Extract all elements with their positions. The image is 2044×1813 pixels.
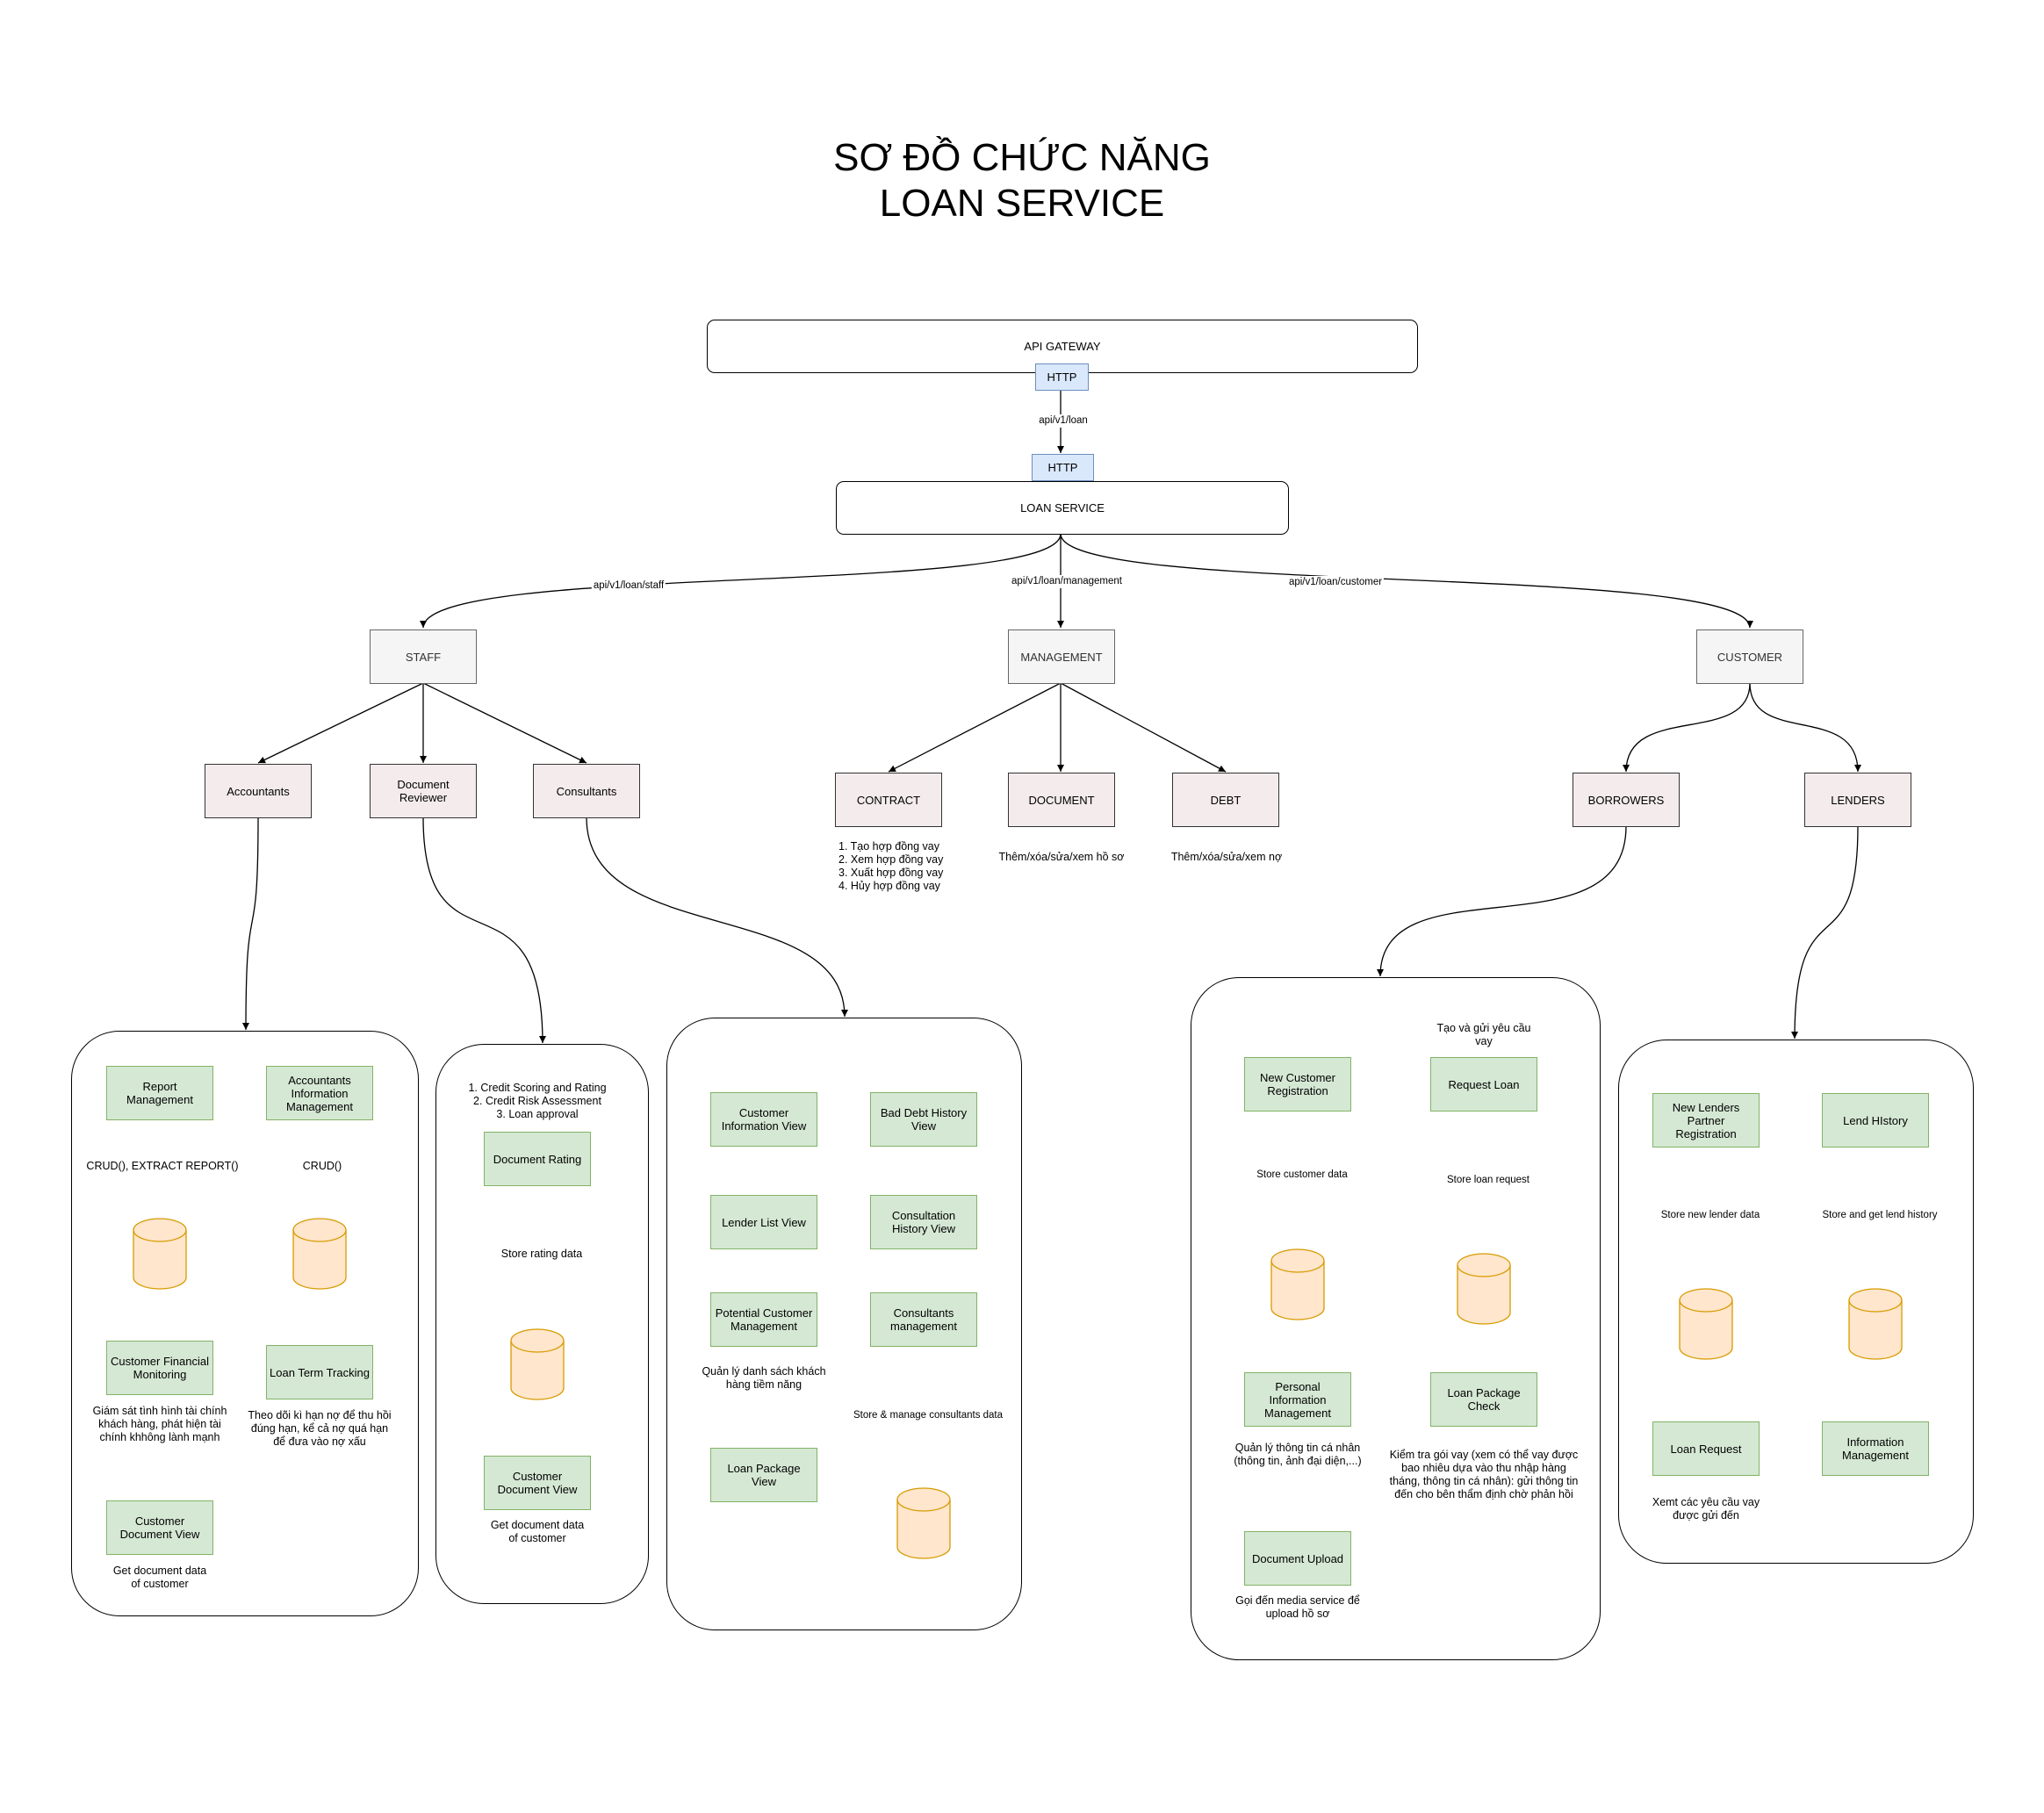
role-document-reviewer: Document Reviewer	[370, 764, 477, 818]
edge-consultants-panel	[586, 817, 848, 1018]
edge-staff-consultants	[422, 682, 587, 764]
accountants-document-view-box: Customer Document View	[106, 1500, 213, 1555]
contract-note-3: 3. Xuất hợp đồng vay	[838, 867, 944, 879]
database-icon	[1848, 1288, 1903, 1360]
store-loan-label: Store loan request	[1445, 1174, 1531, 1187]
route-label-loan: api/v1/loan	[1037, 414, 1090, 428]
http-port-gateway: HTTP	[1035, 363, 1089, 391]
database-icon	[133, 1218, 187, 1290]
accountants-document-view-note: Get document data of customer	[112, 1565, 207, 1590]
edge-customer-lenders	[1749, 682, 1861, 773]
edge-customer-borrowers	[1623, 682, 1751, 773]
new-customer-registration-box: New Customer Registration	[1244, 1057, 1351, 1112]
database-icon	[1679, 1288, 1733, 1360]
role-consultants: Consultants	[533, 764, 640, 818]
database-icon	[896, 1487, 951, 1559]
group-customer: CUSTOMER	[1696, 630, 1803, 684]
information-management-box: Information Management	[1822, 1421, 1929, 1476]
contract-note-4: 4. Hủy hợp đồng vay	[838, 880, 940, 892]
potential-customer-note: Quản lý danh sách khách hàng tiềm năng	[702, 1365, 826, 1391]
lender-list-view-box: Lender List View	[710, 1195, 817, 1249]
loan-term-tracking-box: Loan Term Tracking	[266, 1345, 373, 1399]
accountants-info-box: Accountants Information Management	[266, 1066, 373, 1120]
loan-term-note: Theo dõi kì hạn nợ để thu hồi đúng hạn, …	[248, 1409, 392, 1448]
crud-report-label: CRUD(), EXTRACT REPORT()	[84, 1160, 241, 1173]
new-lender-registration-box: New Lenders Partner Registration	[1652, 1093, 1760, 1148]
route-label-customer: api/v1/loan/customer	[1286, 576, 1385, 589]
mgmt-debt: DEBT	[1172, 773, 1279, 827]
loan-package-note: Kiểm tra gói vay (xem có thể vay được ba…	[1389, 1449, 1579, 1500]
personal-info-note: Quản lý thông tin cá nhân (thông tin, ản…	[1234, 1442, 1362, 1467]
personal-info-box: Personal Information Management	[1244, 1372, 1351, 1427]
report-management-box: Report Management	[106, 1066, 213, 1120]
reviewer-task-2: 2. Credit Risk Assessment	[473, 1095, 601, 1107]
loan-package-check-box: Loan Package Check	[1430, 1372, 1537, 1427]
group-management: MANAGEMENT	[1008, 630, 1115, 684]
route-label-management: api/v1/loan/management	[1010, 575, 1124, 588]
edge-staff-accountants	[257, 682, 424, 764]
reviewer-task-1: 1. Credit Scoring and Rating	[468, 1082, 607, 1094]
contract-notes: 1. Tạo hợp đồng vay 2. Xem hợp đồng vay …	[838, 840, 943, 893]
database-icon	[292, 1218, 347, 1290]
mgmt-contract: CONTRACT	[835, 773, 942, 827]
edge-management-contract	[888, 682, 1062, 773]
contract-note-1: 1. Tạo hợp đồng vay	[838, 840, 939, 853]
reviewer-task-3: 3. Loan approval	[496, 1108, 579, 1120]
mgmt-document: DOCUMENT	[1008, 773, 1115, 827]
store-manage-label: Store & manage consultants data	[851, 1409, 1005, 1422]
diagram-title-line2: LOAN SERVICE	[879, 182, 1165, 225]
edge-management-debt	[1060, 682, 1227, 773]
customer-info-view-box: Customer Information View	[710, 1092, 817, 1147]
edge-loan-staff	[420, 533, 1062, 629]
database-icon	[510, 1328, 565, 1400]
lend-history-box: Lend HIstory	[1822, 1093, 1929, 1148]
request-loan-box: Request Loan	[1430, 1057, 1537, 1112]
document-upload-box: Document Upload	[1244, 1531, 1351, 1586]
debt-note: Thêm/xóa/sửa/xem nợ	[1170, 851, 1283, 863]
reviewer-tasks: 1. Credit Scoring and Rating 2. Credit R…	[468, 1082, 606, 1121]
edge-borrowers-panel	[1377, 825, 1627, 977]
diagram-title-line1: SƠ ĐỒ CHỨC NĂNG	[833, 136, 1211, 179]
consultants-management-box: Consultants management	[870, 1292, 977, 1347]
group-staff: STAFF	[370, 630, 477, 684]
document-note: Thêm/xóa/sửa/xem hồ sơ	[998, 851, 1125, 863]
request-loan-note: Tạo và gửi yêu cầu vay	[1436, 1022, 1531, 1047]
contract-note-2: 2. Xem hợp đồng vay	[838, 853, 944, 866]
document-rating-box: Document Rating	[484, 1132, 591, 1186]
loan-package-view-box: Loan Package View	[710, 1448, 817, 1502]
edge-accountants-panel	[242, 817, 259, 1031]
loan-request-box: Loan Request	[1652, 1421, 1760, 1476]
store-history-label: Store and get lend history	[1820, 1209, 1940, 1222]
store-customer-label: Store customer data	[1255, 1169, 1349, 1182]
store-lender-label: Store new lender data	[1659, 1209, 1762, 1222]
crud-label: CRUD()	[300, 1160, 344, 1173]
document-upload-note: Gọi đến media service để upload hồ sơ	[1235, 1594, 1360, 1620]
reviewer-document-view-box: Customer Document View	[484, 1456, 591, 1510]
http-port-loan-service: HTTP	[1032, 454, 1094, 481]
database-icon	[1270, 1248, 1325, 1320]
edge-reviewer-panel	[422, 817, 546, 1044]
edge-lenders-panel	[1791, 825, 1859, 1040]
potential-customer-box: Potential Customer Management	[710, 1292, 817, 1347]
reviewer-document-view-note: Get document data of customer	[490, 1519, 585, 1544]
role-lenders: LENDERS	[1804, 773, 1911, 827]
financial-monitoring-box: Customer Financial Monitoring	[106, 1341, 213, 1395]
route-label-staff: api/v1/loan/staff	[591, 579, 666, 593]
loan-request-note: Xemt các yêu cầu vay được gửi đến	[1652, 1496, 1760, 1522]
role-accountants: Accountants	[205, 764, 312, 818]
database-icon	[1457, 1253, 1511, 1325]
store-rating-label: Store rating data	[499, 1248, 585, 1261]
bad-debt-history-box: Bad Debt History View	[870, 1092, 977, 1147]
role-borrowers: BORROWERS	[1573, 773, 1680, 827]
financial-monitoring-note: Giám sát tình hình tài chính khách hàng,…	[92, 1405, 227, 1443]
consultation-history-box: Consultation History View	[870, 1195, 977, 1249]
edge-loan-customer	[1060, 533, 1753, 629]
loan-service-box: LOAN SERVICE	[836, 481, 1289, 535]
